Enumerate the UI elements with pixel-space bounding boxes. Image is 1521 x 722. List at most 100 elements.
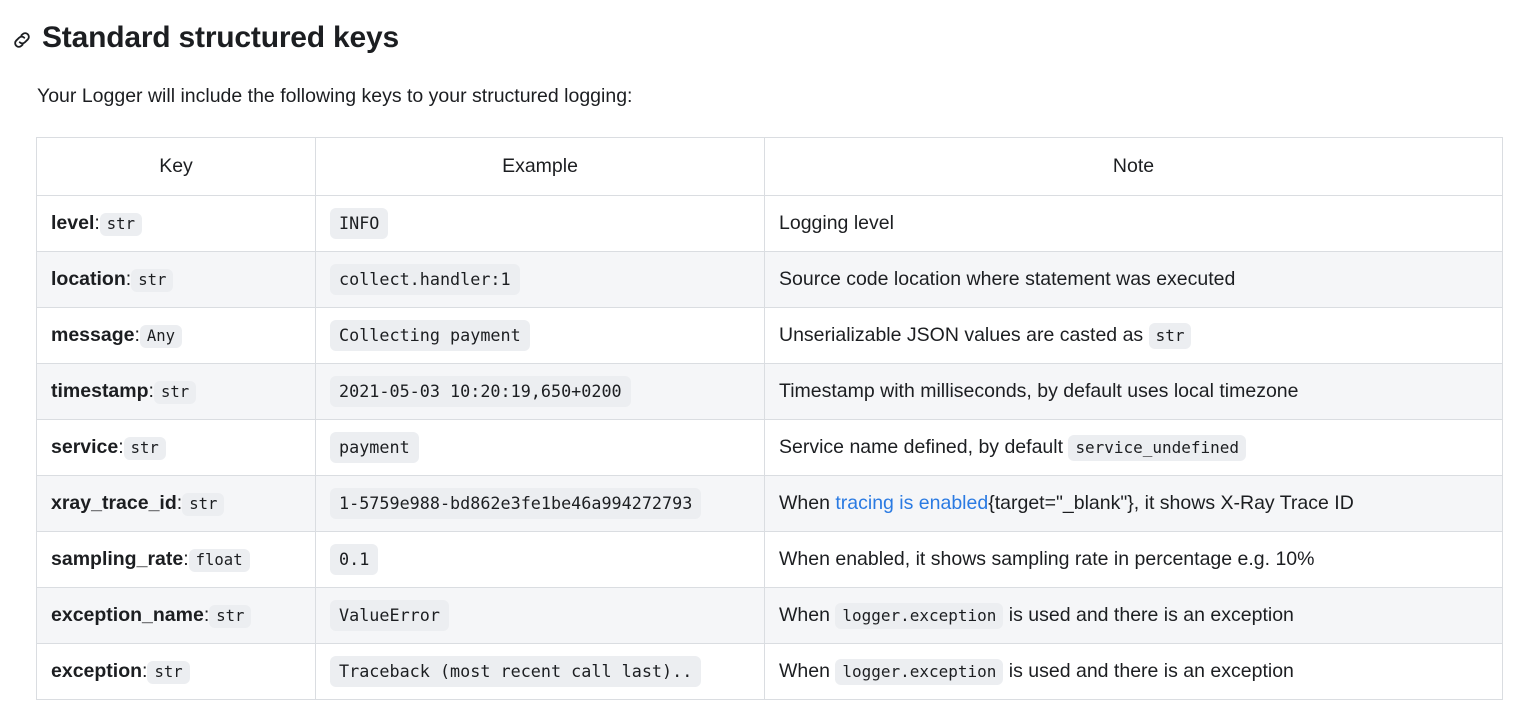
table-header-row: Key Example Note xyxy=(36,136,1503,196)
cell-note: Source code location where statement was… xyxy=(764,250,1503,308)
page-title: Standard structured keys xyxy=(0,0,1521,56)
table-row: level:str INFO Logging level xyxy=(36,194,1503,252)
example-code: ValueError xyxy=(330,600,449,632)
key-type-badge: float xyxy=(188,549,250,573)
cell-key: timestamp:str xyxy=(36,362,316,420)
cell-note: Timestamp with milliseconds, by default … xyxy=(764,362,1503,420)
column-header-key: Key xyxy=(36,136,316,196)
note-text: Source code location where statement was… xyxy=(779,268,1236,291)
key-type-badge: str xyxy=(153,381,197,405)
cell-key: level:str xyxy=(36,194,316,252)
note-text: Timestamp with milliseconds, by default … xyxy=(779,380,1299,403)
cell-key: sampling_rate:float xyxy=(36,530,316,588)
key-type-badge: str xyxy=(131,269,174,293)
column-header-example: Example xyxy=(315,136,765,196)
key-colon: : xyxy=(176,492,183,515)
note-text-before: When xyxy=(779,660,830,683)
key-colon: : xyxy=(203,604,210,627)
cell-example: payment xyxy=(315,418,765,476)
note-text-before: Unserializable JSON values are casted as xyxy=(779,324,1144,347)
note-text-before: When xyxy=(779,492,836,515)
key-name: message xyxy=(51,324,135,347)
cell-example: 1-5759e988-bd862e3fe1be46a994272793 xyxy=(315,474,765,532)
note-text: When enabled, it shows sampling rate in … xyxy=(779,548,1315,571)
intro-paragraph: Your Logger will include the following k… xyxy=(37,84,633,107)
cell-key: service:str xyxy=(36,418,316,476)
cell-key: location:str xyxy=(36,250,316,308)
note-text-after: {target="_blank"}, it shows X-Ray Trace … xyxy=(988,492,1354,515)
table-row: message:Any Collecting payment Unserializa… xyxy=(36,306,1503,364)
cell-note: When tracing is enabled{target="_blank"}… xyxy=(764,474,1503,532)
note-text-before: When xyxy=(779,604,830,627)
key-name: xray_trace_id xyxy=(51,492,177,515)
cell-example: Traceback (most recent call last).. xyxy=(315,642,765,700)
cell-key: xray_trace_id:str xyxy=(36,474,316,532)
cell-note: Unserializable JSON values are casted as… xyxy=(764,306,1503,364)
cell-example: 0.1 xyxy=(315,530,765,588)
cell-note: Logging level xyxy=(764,194,1503,252)
key-type-badge: str xyxy=(123,437,166,461)
key-type-badge: str xyxy=(182,493,225,517)
cell-note: When logger.exception is used and there … xyxy=(764,642,1503,700)
cell-key: exception_name:str xyxy=(36,586,316,644)
example-code: 1-5759e988-bd862e3fe1be46a994272793 xyxy=(330,488,702,520)
cell-note: Service name defined, by default service… xyxy=(764,418,1503,476)
anchor-link-icon[interactable] xyxy=(11,29,33,51)
cell-example: 2021-05-03 10:20:19,650+0200 xyxy=(315,362,765,420)
note-text: Logging level xyxy=(779,212,894,235)
key-colon: : xyxy=(125,268,132,291)
example-code: Collecting payment xyxy=(330,320,530,352)
cell-key: message:Any xyxy=(36,306,316,364)
column-header-note: Note xyxy=(764,136,1503,196)
example-code: INFO xyxy=(330,208,389,240)
key-colon: : xyxy=(134,324,140,347)
note-code: str xyxy=(1148,323,1192,350)
cell-note: When logger.exception is used and there … xyxy=(764,586,1503,644)
page-title-text: Standard structured keys xyxy=(42,21,399,54)
note-text-after: is used and there is an exception xyxy=(1008,660,1294,683)
key-name: exception_name xyxy=(51,604,204,627)
cell-example: ValueError xyxy=(315,586,765,644)
note-code: logger.exception xyxy=(835,603,1004,630)
key-name: timestamp xyxy=(51,380,149,403)
cell-example: Collecting payment xyxy=(315,306,765,364)
table-row: exception:str Traceback (most recent call… xyxy=(36,642,1503,700)
key-colon: : xyxy=(118,436,124,459)
table-row: xray_trace_id:str 1-5759e988-bd862e3fe1be… xyxy=(36,474,1503,532)
cell-key: exception:str xyxy=(36,642,316,700)
example-code: collect.handler:1 xyxy=(330,264,520,296)
key-name: sampling_rate xyxy=(51,548,184,571)
example-code: Traceback (most recent call last).. xyxy=(330,656,702,688)
table-row: timestamp:str 2021-05-03 10:20:19,650+020… xyxy=(36,362,1503,420)
note-link[interactable]: tracing is enabled xyxy=(835,492,989,515)
key-type-badge: str xyxy=(99,213,142,237)
key-colon: : xyxy=(94,212,100,235)
note-code: logger.exception xyxy=(835,659,1004,686)
note-code: service_undefined xyxy=(1068,435,1247,462)
table-row: sampling_rate:float 0.1 When enabled, it s… xyxy=(36,530,1503,588)
key-name: exception xyxy=(51,660,143,683)
cell-note: When enabled, it shows sampling rate in … xyxy=(764,530,1503,588)
table-row: service:str payment Service name defined, … xyxy=(36,418,1503,476)
table-header: Key Example Note xyxy=(36,136,1503,196)
example-code: payment xyxy=(330,432,419,464)
key-name: level xyxy=(51,212,95,235)
key-type-badge: Any xyxy=(139,325,183,349)
example-code: 0.1 xyxy=(330,544,379,576)
note-text-after: is used and there is an exception xyxy=(1008,604,1294,627)
note-text-before: Service name defined, by default xyxy=(779,436,1064,459)
key-colon: : xyxy=(183,548,189,571)
page-root: Standard structured keys Your Logger wil… xyxy=(0,0,1521,700)
cell-example: INFO xyxy=(315,194,765,252)
table-row: exception_name:str ValueError When logger.… xyxy=(36,586,1503,644)
key-name: location xyxy=(51,268,126,291)
example-code: 2021-05-03 10:20:19,650+0200 xyxy=(330,376,631,408)
key-name: service xyxy=(51,436,119,459)
key-colon: : xyxy=(142,660,148,683)
table-row: location:str collect.handler:1 Source code… xyxy=(36,250,1503,308)
key-type-badge: str xyxy=(209,605,252,629)
key-type-badge: str xyxy=(147,661,190,685)
